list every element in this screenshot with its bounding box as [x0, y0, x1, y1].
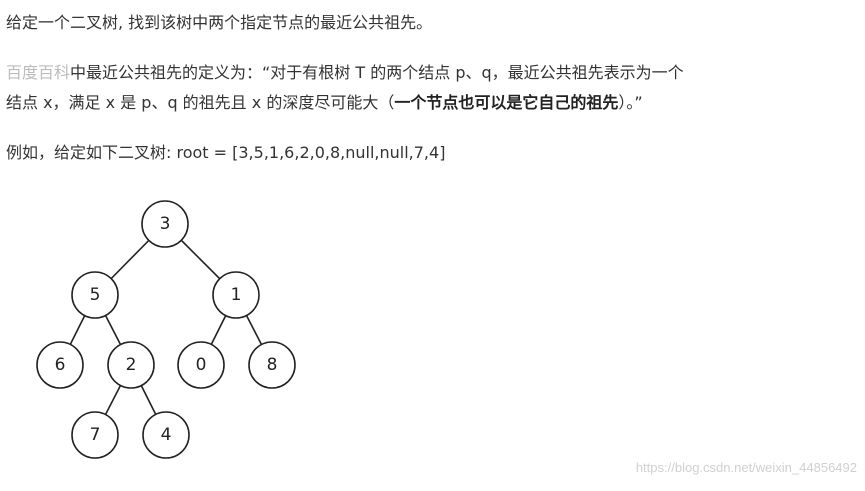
tree-node: 4	[142, 411, 190, 459]
tree-node: 8	[248, 341, 296, 389]
example-text: 例如，给定如下二叉树: root = [3,5,1,6,2,0,8,null,n…	[6, 143, 446, 162]
tree-node-label: 6	[55, 355, 66, 375]
tree-node-label: 1	[231, 285, 242, 305]
definition-bold: 一个节点也可以是它自己的祖先	[394, 93, 619, 112]
definition-line2-end: ）。”	[618, 93, 643, 112]
tree-node-label: 3	[160, 214, 171, 234]
tree-node-label: 2	[126, 355, 137, 375]
tree-node: 3	[141, 200, 189, 248]
tree-node-label: 7	[90, 425, 101, 445]
definition-line2-start: 结点 x，满足 x 是 p、q 的祖先且 x 的深度尽可能大（	[6, 93, 395, 112]
baidu-baike-link[interactable]: 百度百科	[6, 63, 71, 82]
tree-node: 2	[107, 341, 155, 389]
tree-node: 1	[212, 271, 260, 319]
tree-node: 7	[71, 411, 119, 459]
tree-node: 6	[36, 341, 84, 389]
tree-node: 0	[177, 341, 225, 389]
definition-paragraph: 百度百科中最近公共祖先的定义为：“对于有根树 T 的两个结点 p、q，最近公共祖…	[6, 58, 684, 118]
intro-text: 给定一个二叉树, 找到该树中两个指定节点的最近公共祖先。	[6, 13, 433, 32]
tree-node-label: 0	[196, 355, 207, 375]
definition-line1: 中最近公共祖先的定义为：“对于有根树 T 的两个结点 p、q，最近公共祖先表示为…	[70, 63, 684, 82]
tree-node-label: 5	[90, 285, 101, 305]
tree-node: 5	[71, 271, 119, 319]
watermark: https://blog.csdn.net/weixin_44856492	[635, 460, 857, 475]
tree-node-label: 8	[267, 355, 278, 375]
tree-node-label: 4	[161, 425, 172, 445]
